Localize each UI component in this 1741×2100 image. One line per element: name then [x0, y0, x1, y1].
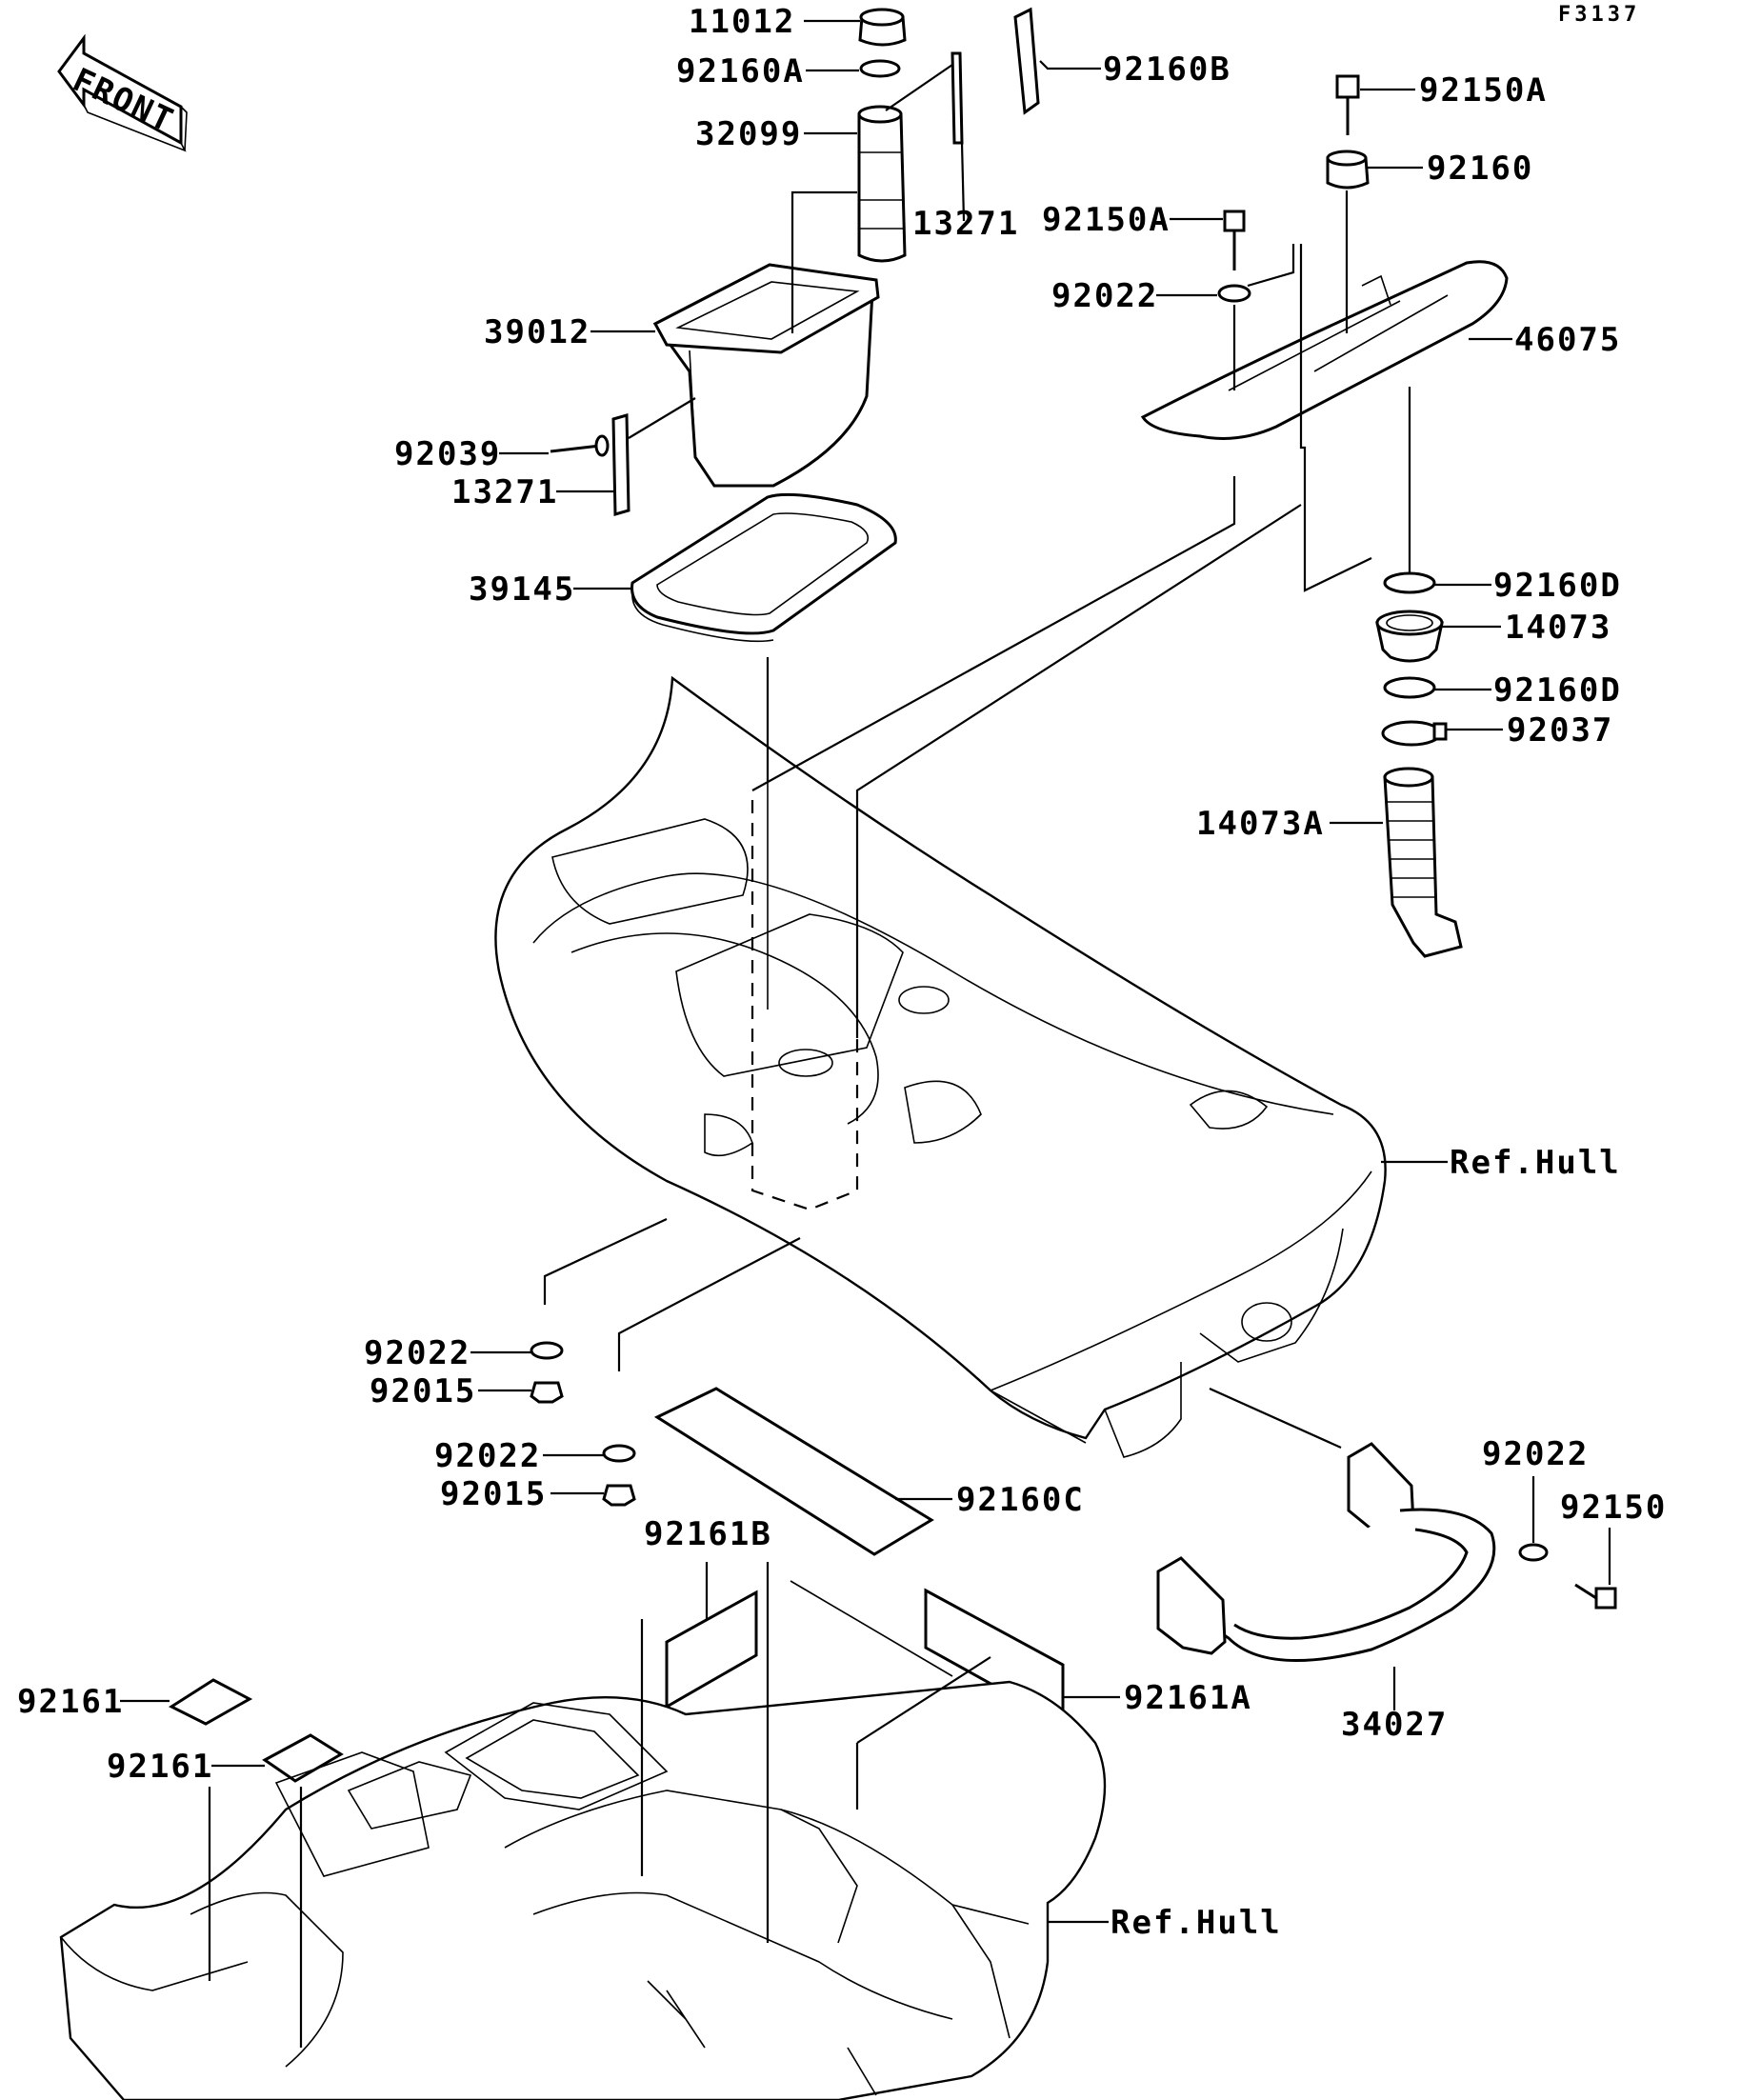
- clamp-part: [1381, 720, 1448, 747]
- label-92022-c: 92022: [1482, 1435, 1589, 1473]
- o-ring-part-lower: [1383, 676, 1436, 699]
- label-39145: 39145: [469, 570, 575, 609]
- label-92015-a: 92015: [370, 1372, 476, 1410]
- label-92150A-top: 92150A: [1419, 71, 1548, 110]
- label-46075: 46075: [1514, 321, 1621, 359]
- hose-part: [1383, 767, 1463, 958]
- label-92022-b: 92022: [434, 1437, 541, 1475]
- front-label: FRONT: [67, 61, 180, 141]
- seal-strip-large-part: [653, 1387, 934, 1556]
- bolt-right-part: [1574, 1583, 1617, 1610]
- label-34027: 34027: [1341, 1706, 1448, 1744]
- figure-code: F3137: [1558, 3, 1640, 27]
- strap-part: [951, 51, 964, 145]
- label-13271-a: 13271: [912, 205, 1019, 243]
- grommet-part: [1326, 150, 1370, 190]
- tube-part: [857, 105, 907, 263]
- rivet-part: [550, 434, 610, 457]
- label-ref-hull-lower: Ref.Hull: [1111, 1904, 1282, 1942]
- lower-hull-part: [59, 1680, 1107, 2100]
- label-ref-hull-upper: Ref.Hull: [1450, 1144, 1621, 1182]
- label-92161-a: 92161: [17, 1683, 124, 1721]
- storage-bucket-part: [652, 263, 880, 488]
- gasket-frame-part: [630, 492, 897, 643]
- label-14073A: 14073A: [1196, 805, 1325, 843]
- sticker-b-part: [665, 1590, 758, 1710]
- label-92161B: 92161B: [644, 1515, 772, 1553]
- washer-part-2: [530, 1341, 564, 1360]
- label-92161-b: 92161: [107, 1748, 213, 1786]
- strap-lower-part: [611, 413, 630, 516]
- reboarding-step-part: [1156, 1442, 1496, 1662]
- label-92039: 92039: [394, 435, 501, 473]
- label-39012: 39012: [484, 313, 590, 351]
- o-ring-part-top: [1383, 571, 1436, 594]
- label-92160B: 92160B: [1103, 50, 1231, 89]
- seal-strip-part: [1013, 7, 1040, 115]
- label-92037: 92037: [1507, 711, 1613, 750]
- washer-part: [1217, 284, 1251, 303]
- label-92160D-top: 92160D: [1493, 567, 1622, 605]
- label-32099: 32099: [695, 115, 802, 153]
- bolt-part: [1335, 74, 1360, 135]
- front-arrow-icon: FRONT: [57, 33, 188, 152]
- cap-part: [858, 8, 907, 47]
- label-92150: 92150: [1560, 1489, 1667, 1527]
- label-14073: 14073: [1505, 609, 1611, 647]
- label-92160A: 92160A: [676, 52, 805, 90]
- label-92160: 92160: [1427, 150, 1533, 188]
- deck-hull-part: [494, 675, 1387, 1458]
- label-92161A: 92161A: [1124, 1679, 1252, 1717]
- washer-part-3: [602, 1444, 636, 1463]
- sticker-small-part-2: [262, 1733, 344, 1783]
- grab-handle-part: [1140, 260, 1509, 440]
- nut-part-2: [602, 1484, 636, 1507]
- nut-part: [530, 1381, 564, 1404]
- label-92022-a: 92022: [364, 1334, 470, 1372]
- label-92022-top: 92022: [1051, 277, 1158, 315]
- fitting-part: [1375, 610, 1444, 663]
- label-92015-b: 92015: [440, 1475, 547, 1513]
- sticker-small-part: [168, 1678, 253, 1726]
- label-13271-b: 13271: [451, 473, 558, 511]
- washer-part-4: [1518, 1543, 1549, 1562]
- label-11012: 11012: [689, 3, 795, 41]
- label-92150A-mid: 92150A: [1042, 201, 1171, 239]
- label-92160D-lower: 92160D: [1493, 671, 1622, 710]
- gasket-ring-part: [859, 59, 901, 78]
- label-92160C: 92160C: [956, 1481, 1085, 1519]
- bolt-mid-part: [1223, 210, 1246, 270]
